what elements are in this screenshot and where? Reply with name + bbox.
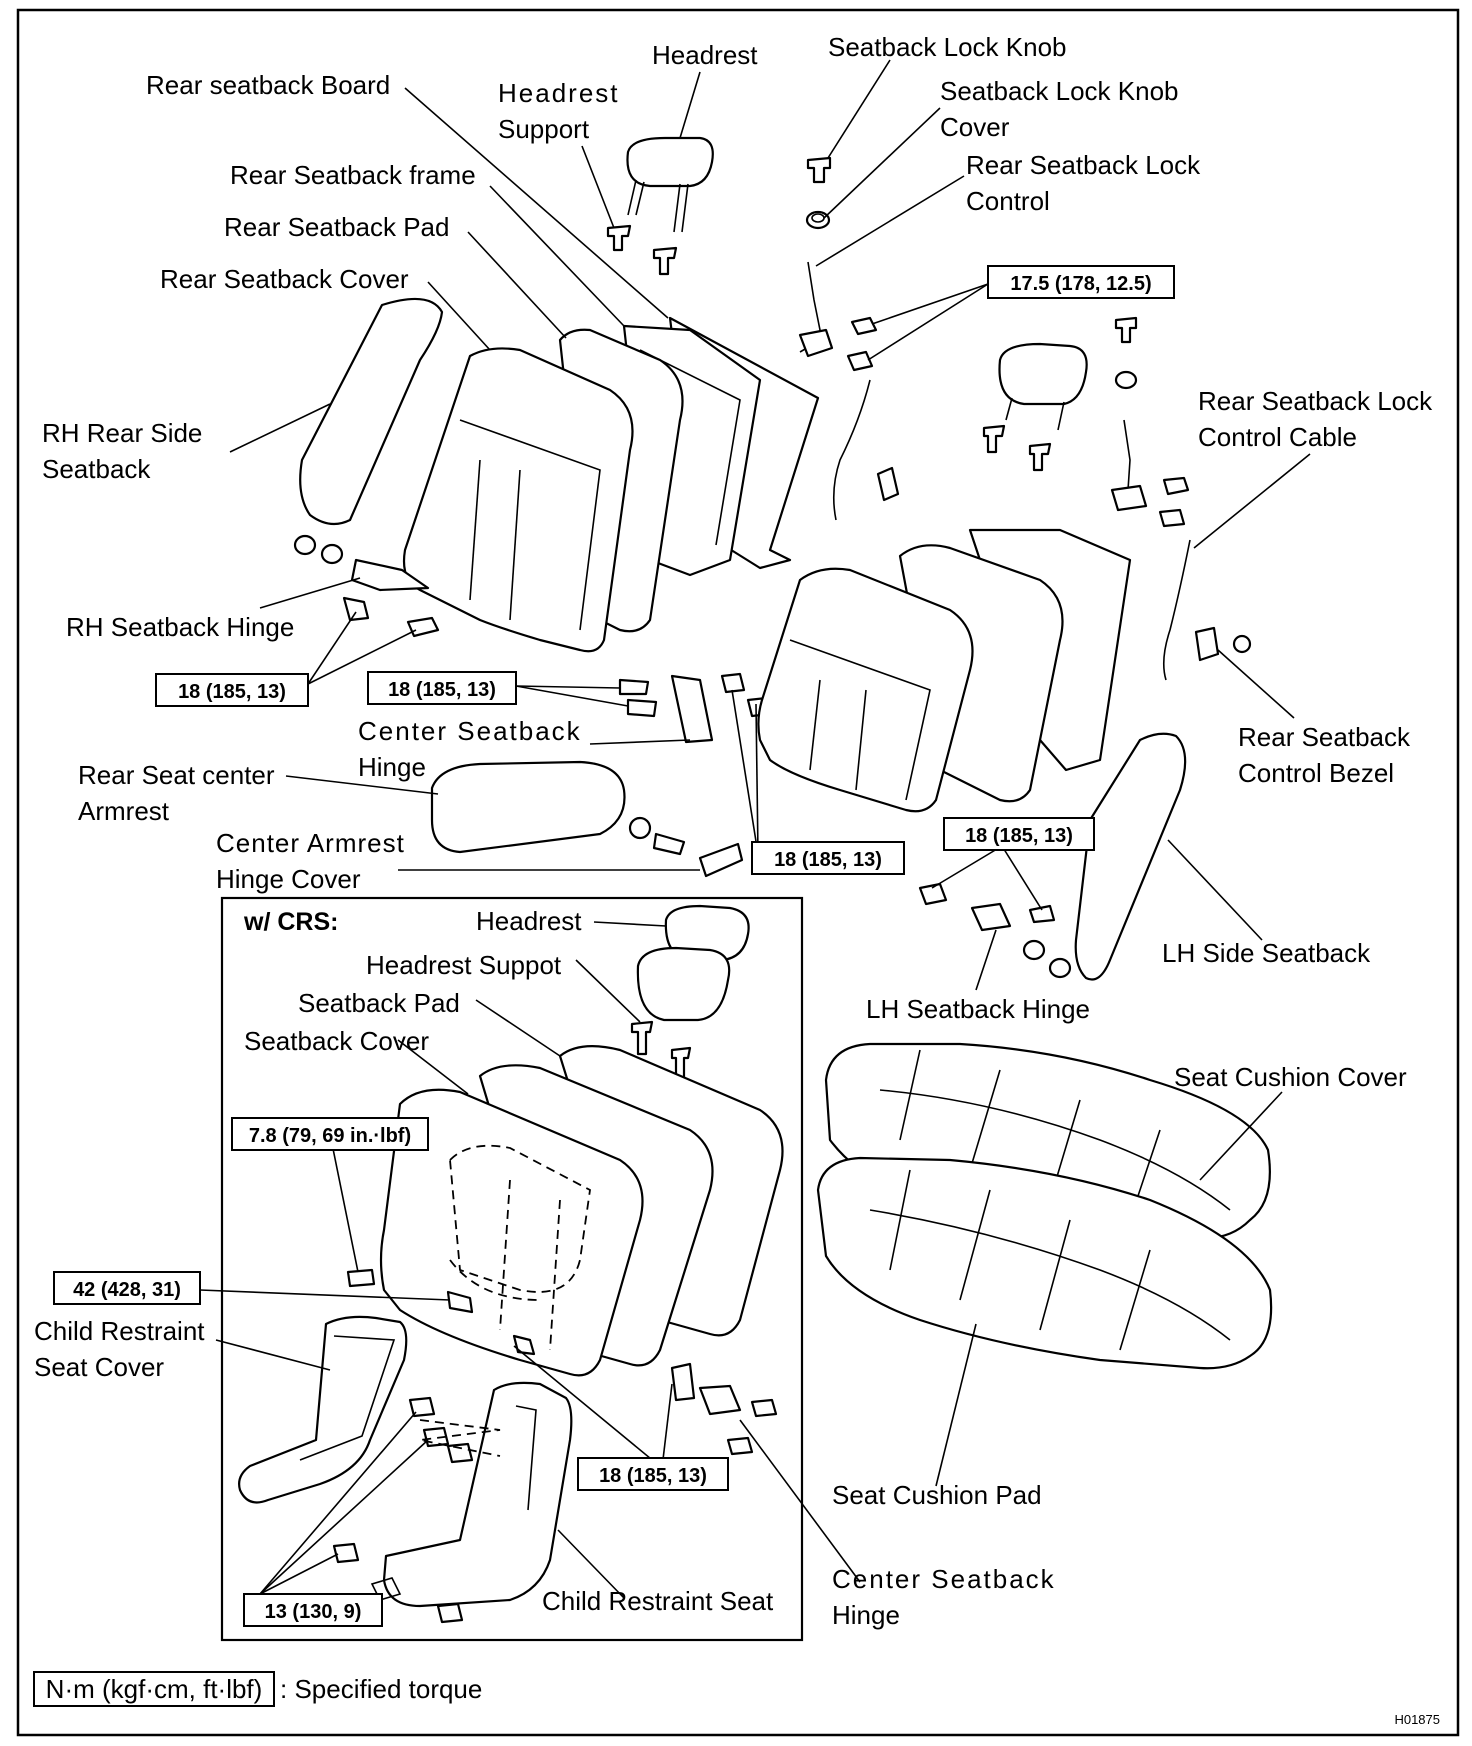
torque-center-hinge: 18 (185, 13) <box>388 679 496 701</box>
lock-cable-part <box>832 379 871 521</box>
lh-side-seatback-part <box>1074 732 1187 981</box>
torque-box <box>943 817 1095 851</box>
outer-frame <box>16 8 1460 1737</box>
label-rear-seatback-pad: Rear Seatback Pad <box>224 212 449 242</box>
label-rh-side-seatback-line2: Seatback <box>42 454 151 484</box>
label-rear-seatback-board: Rear seatback Board <box>146 70 390 100</box>
crs-seatback-part <box>379 1045 784 1377</box>
torque-crs-hinge: 18 (185, 13) <box>599 1465 707 1487</box>
label-center-hinge-b-line2: Hinge <box>832 1600 900 1630</box>
headrest-part <box>626 136 714 233</box>
crs-cover-inner <box>299 1335 396 1461</box>
label-center-hinge-line1: Center Seatback <box>358 716 582 746</box>
torque-box <box>367 671 517 705</box>
torque-lock-control: 17.5 (178, 12.5) <box>1010 273 1151 295</box>
torque-box <box>231 1117 429 1151</box>
label-headrest: Headrest <box>652 40 758 70</box>
label-rear-seatback-frame: Rear Seatback frame <box>230 160 476 190</box>
label-armrest-hinge-cover-line1: Center Armrest <box>216 828 405 858</box>
rh-hinge-part <box>293 534 440 638</box>
label-crs-seatback-pad: Seatback Pad <box>298 988 460 1018</box>
lh-headrest-part <box>982 316 1252 681</box>
torque-crs-anchor: 42 (428, 31) <box>73 1279 181 1301</box>
torque-legend: N·m (kgf·cm, ft·lbf) : Specified torque <box>33 1671 482 1707</box>
label-center-hinge-b-line1: Center Seatback <box>832 1564 1056 1594</box>
label-seat-cushion-cover: Seat Cushion Cover <box>1174 1062 1407 1092</box>
label-crs-seatback-cover: Seatback Cover <box>244 1026 429 1056</box>
crs-cover-part <box>238 1315 408 1504</box>
lh-seatback-stack <box>757 528 1132 813</box>
torque-box <box>751 841 905 875</box>
torque-box <box>155 673 309 707</box>
label-lock-knob-cover-line1: Seatback Lock Knob <box>940 76 1179 106</box>
torque-armrest-hinge: 18 (185, 13) <box>774 849 882 871</box>
armrest-hinge-part <box>628 816 744 878</box>
crs-headrest-part <box>630 904 750 1080</box>
label-center-armrest-line1: Rear Seat center <box>78 760 275 790</box>
label-crs-cover-line2: Seat Cover <box>34 1352 164 1382</box>
torque-crs-seat: 13 (130, 9) <box>265 1601 362 1623</box>
rh-seatback-stack <box>402 316 820 653</box>
label-rh-seatback-hinge: RH Seatback Hinge <box>66 612 294 642</box>
figure-code: H01875 <box>1394 1712 1440 1727</box>
lock-knob-part <box>805 156 832 230</box>
label-center-armrest-line2: Armrest <box>78 796 170 826</box>
legend-text: : Specified torque <box>280 1674 482 1704</box>
label-crs-title: w/ CRS: <box>243 908 338 936</box>
armrest-part <box>430 760 626 854</box>
label-control-bezel-line1: Rear Seatback <box>1238 722 1411 752</box>
torque-box <box>243 1593 383 1627</box>
label-child-restraint-seat: Child Restraint Seat <box>542 1586 774 1616</box>
legend-box <box>33 1671 275 1707</box>
torque-lh-hinge: 18 (185, 13) <box>965 825 1073 847</box>
label-rh-side-seatback-line1: RH Rear Side <box>42 418 202 448</box>
torque-box <box>53 1271 201 1305</box>
label-lh-side-seatback: LH Side Seatback <box>1162 938 1371 968</box>
center-hinge-part <box>618 672 772 744</box>
label-center-hinge-line2: Hinge <box>358 752 426 782</box>
label-lock-control-line1: Rear Seatback Lock <box>966 150 1201 180</box>
crs-inset-frame <box>220 896 804 1642</box>
torque-box <box>987 265 1175 299</box>
part-labels: Headrest Seatback Lock Knob Rear seatbac… <box>34 32 1433 1630</box>
label-headrest-support-line2: Support <box>498 114 590 144</box>
label-crs-cover-line1: Child Restraint <box>34 1316 205 1346</box>
label-rear-seatback-cover: Rear Seatback Cover <box>160 264 409 294</box>
label-armrest-hinge-cover-line2: Hinge Cover <box>216 864 361 894</box>
label-lock-knob-cover-line2: Cover <box>940 112 1010 142</box>
rh-side-seatback-part <box>299 297 444 526</box>
leader-lines <box>199 59 1311 1599</box>
lh-hinge-part <box>918 882 1072 979</box>
torque-crs-pad: 7.8 (79, 69 in.·lbf) <box>249 1125 411 1147</box>
torque-box <box>577 1457 729 1491</box>
label-lock-cable-line2: Control Cable <box>1198 422 1357 452</box>
bezel-part-1 <box>876 466 900 502</box>
seat-cushion-pad-part <box>816 1156 1273 1370</box>
crs-seat-part <box>370 1381 573 1608</box>
label-lh-seatback-hinge: LH Seatback Hinge <box>866 994 1090 1024</box>
torque-specs: 17.5 (178, 12.5) 18 (185, 13) 18 (185, 1… <box>53 265 1175 1627</box>
label-seatback-lock-knob: Seatback Lock Knob <box>828 32 1067 62</box>
label-lock-cable-line1: Rear Seatback Lock <box>1198 386 1433 416</box>
label-headrest-support-line1: Headrest <box>498 78 620 108</box>
legend-unit: N·m (kgf·cm, ft·lbf) <box>46 1674 263 1704</box>
label-control-bezel-line2: Control Bezel <box>1238 758 1394 788</box>
torque-rh-hinge: 18 (185, 13) <box>178 681 286 703</box>
label-crs-headrest-support: Headrest Suppot <box>366 950 562 980</box>
lock-control-part <box>798 261 878 372</box>
label-seat-cushion-pad: Seat Cushion Pad <box>832 1480 1042 1510</box>
label-crs-headrest: Headrest <box>476 906 582 936</box>
headrest-support-part <box>606 224 678 276</box>
label-lock-control-line2: Control <box>966 186 1050 216</box>
